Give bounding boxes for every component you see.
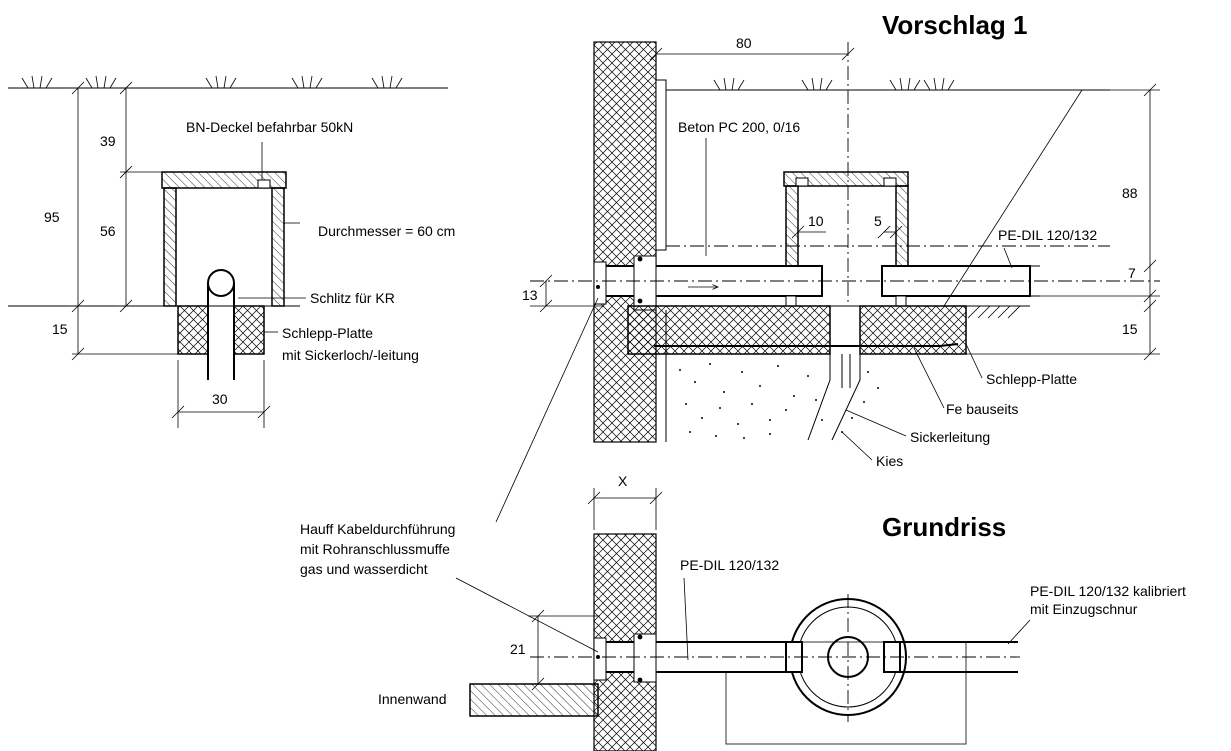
cable-pipe-circle <box>207 269 235 297</box>
slab-right-part <box>233 305 265 355</box>
slab-left-part <box>177 305 209 355</box>
label-penetration-line1: Hauff Kabeldurchführung <box>300 521 455 537</box>
label-drain: Sickerleitung <box>910 429 990 445</box>
gravel-fill <box>679 363 879 439</box>
dim-shaft-56: 56 <box>100 223 116 239</box>
dim-total-95: 95 <box>44 209 60 225</box>
label-section-pipe: PE-DIL 120/132 <box>998 227 1097 243</box>
shaft-wall-right <box>271 187 285 307</box>
section-title: Vorschlag 1 <box>882 10 1027 40</box>
cover-lid <box>161 171 287 189</box>
label-cover: BN-Deckel befahrbar 50kN <box>186 119 353 135</box>
label-plan-pipe: PE-DIL 120/132 <box>680 557 779 573</box>
dim-80: 80 <box>736 35 752 51</box>
dim-top-39: 39 <box>100 133 116 149</box>
dim-x: X <box>618 473 628 489</box>
label-penetration-line2: mit Rohranschlussmuffe <box>300 541 450 557</box>
dim-15-right: 15 <box>1122 321 1138 337</box>
label-diameter: Durchmesser = 60 cm <box>318 223 455 239</box>
dim-13: 13 <box>522 287 538 303</box>
wall-insulation <box>655 79 667 251</box>
plan-view: X 21 Hauff Kabeldurchführung mit Rohrans… <box>300 297 1186 751</box>
plan-title: Grundriss <box>882 512 1006 542</box>
section-wall <box>593 41 657 443</box>
inner-wall <box>469 683 599 717</box>
dim-slab-15: 15 <box>52 321 68 337</box>
label-penetration-line3: gas und wasserdicht <box>300 561 428 577</box>
dim-10: 10 <box>808 213 824 229</box>
grass-tufts <box>21 75 403 89</box>
label-concrete: Beton PC 200, 0/16 <box>678 119 800 135</box>
left-detail: 95 39 56 15 30 BN-Deckel befahrbar 50kN … <box>8 75 455 428</box>
label-section-slab: Schlepp-Platte <box>986 371 1077 387</box>
dim-7: 7 <box>1128 265 1136 281</box>
dim-width-30: 30 <box>212 391 228 407</box>
label-gravel: Kies <box>876 453 903 469</box>
dim-88: 88 <box>1122 185 1138 201</box>
plan-shaft-outline <box>725 641 967 745</box>
label-slab-line2: mit Sickerloch/-leitung <box>282 347 419 363</box>
label-inner-wall: Innenwand <box>378 691 447 707</box>
label-plan-pipe-right-line1: PE-DIL 120/132 kalibriert <box>1030 583 1186 599</box>
label-plan-pipe-right-line2: mit Einzugschnur <box>1030 601 1138 617</box>
lid-handle <box>257 179 271 189</box>
dim-5: 5 <box>874 213 882 229</box>
dim-21: 21 <box>510 641 526 657</box>
label-slot: Schlitz für KR <box>310 290 395 306</box>
section-view: 80 88 7 15 13 10 5 Beton PC 200, 0/16 PE… <box>522 35 1160 469</box>
shaft-wall-left <box>163 187 177 307</box>
section-grass <box>713 77 955 91</box>
label-slab-line1: Schlepp-Platte <box>282 325 373 341</box>
label-rebar: Fe bauseits <box>946 401 1018 417</box>
